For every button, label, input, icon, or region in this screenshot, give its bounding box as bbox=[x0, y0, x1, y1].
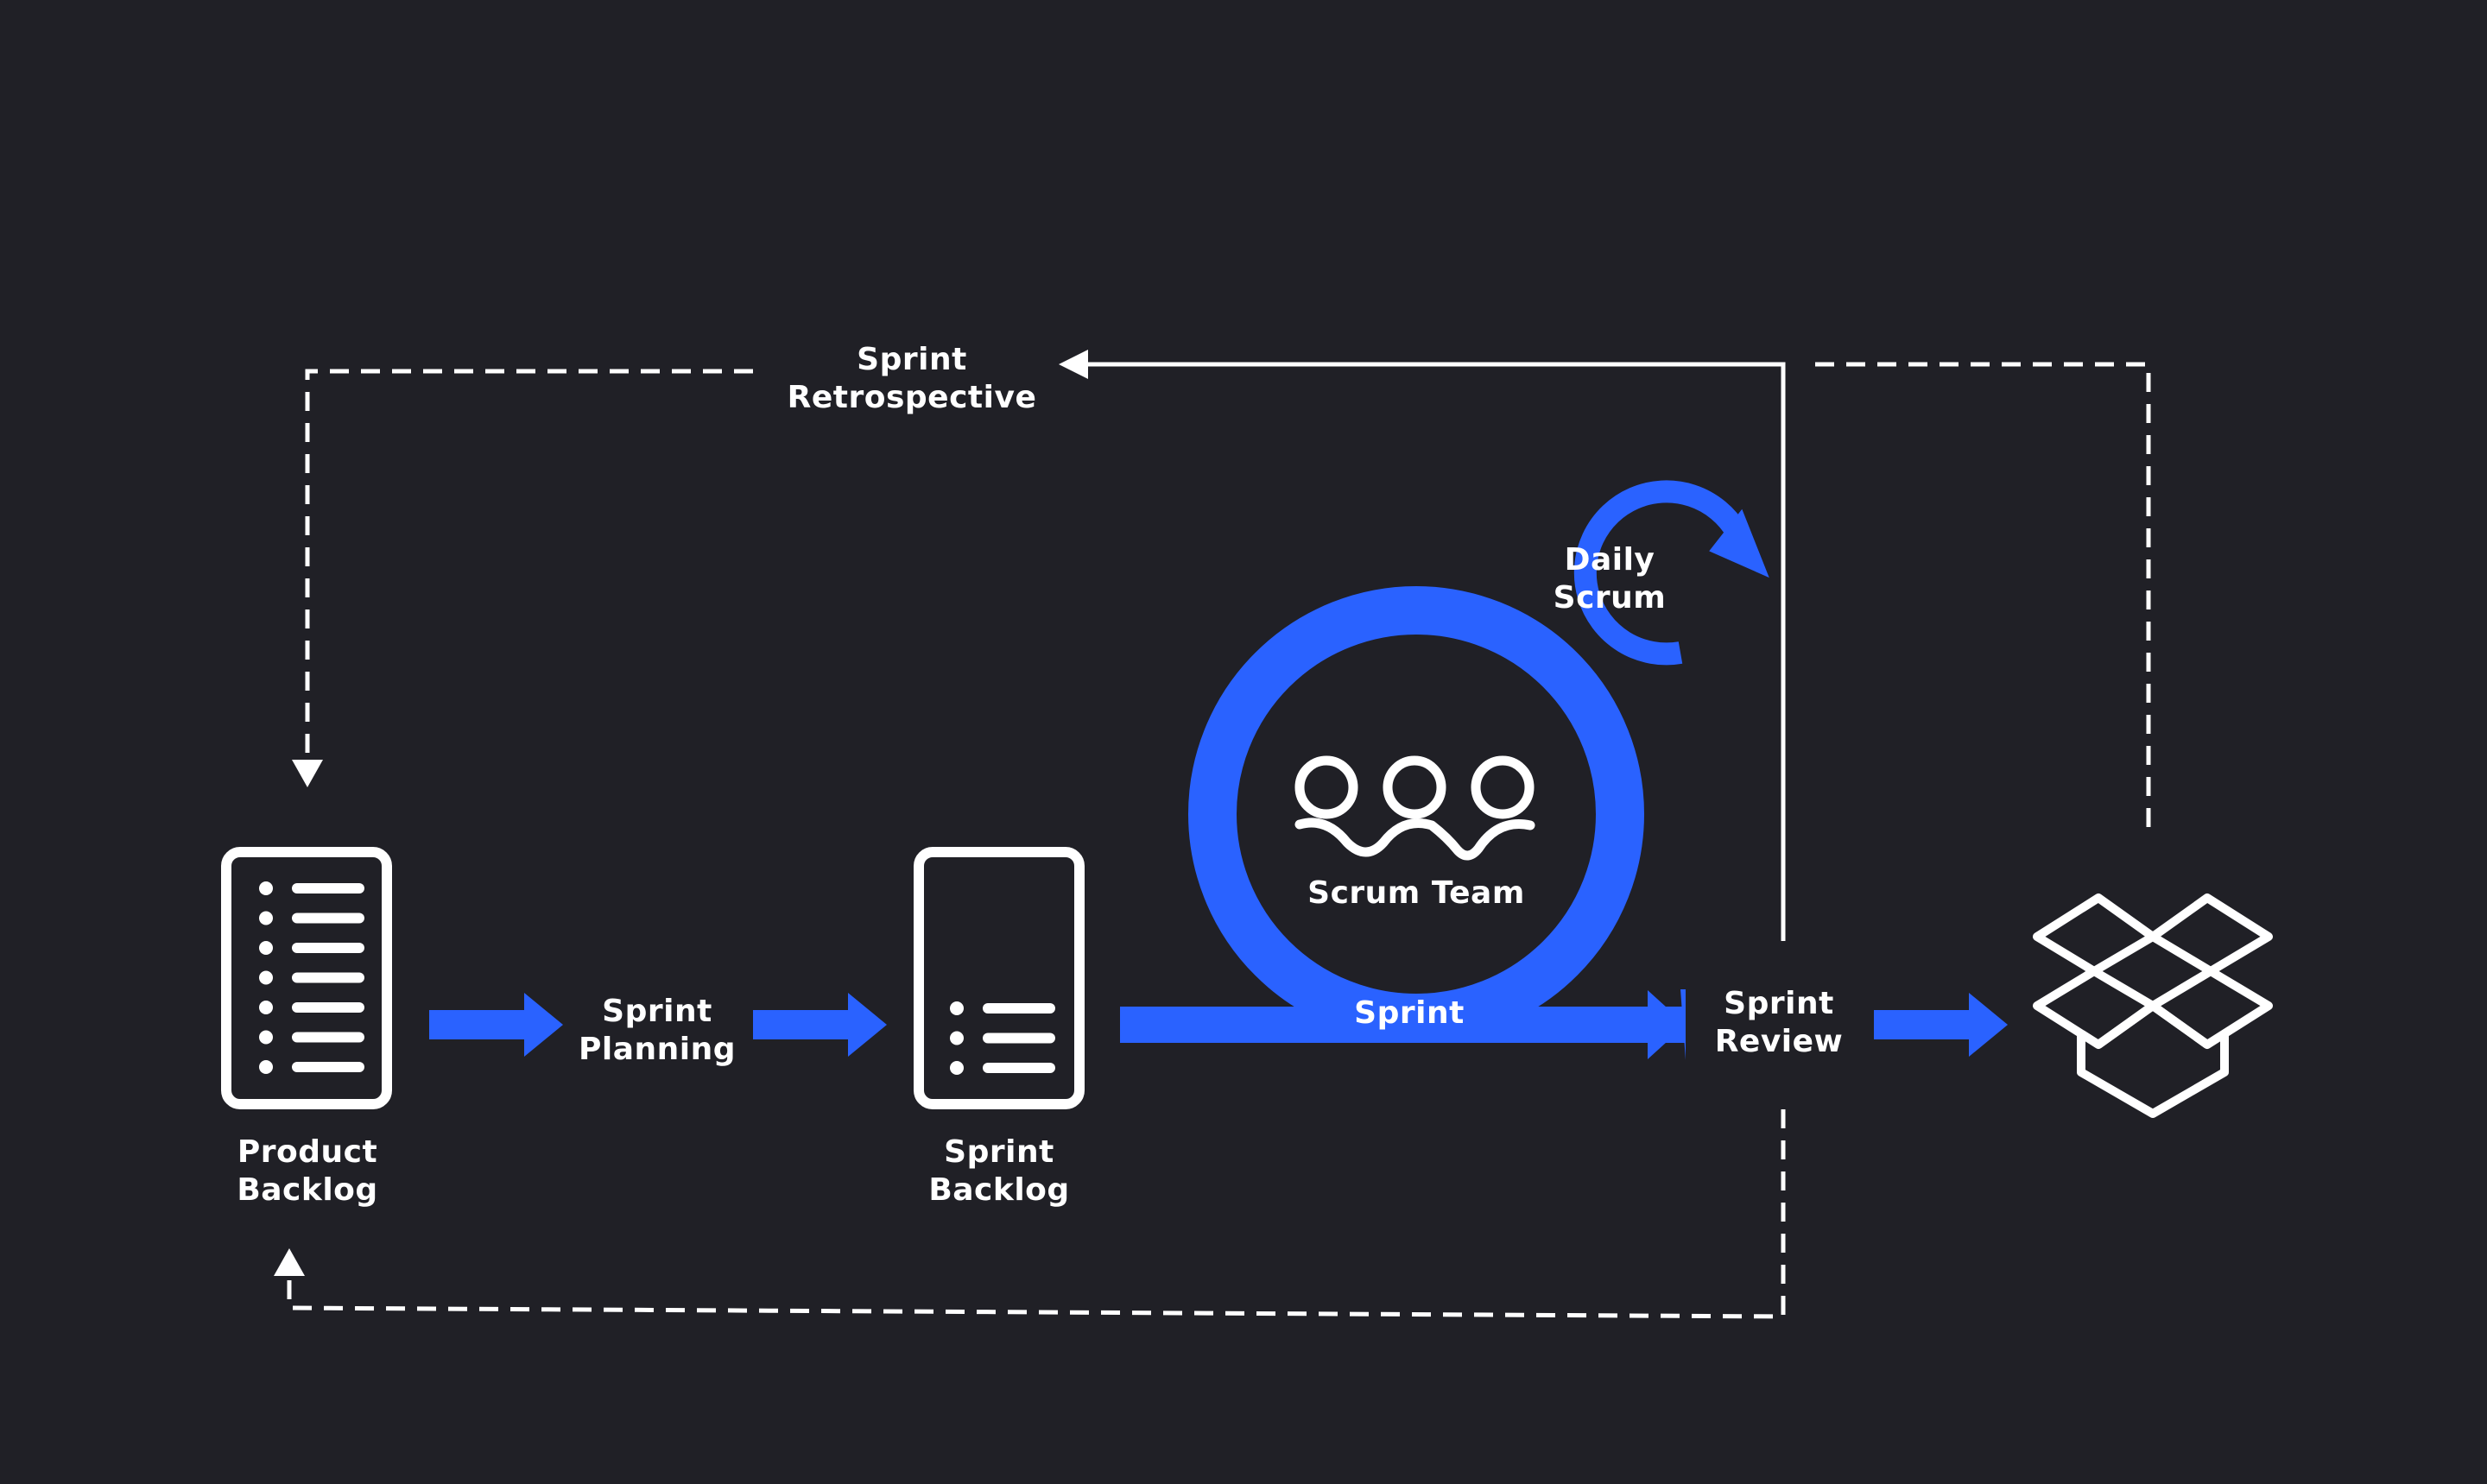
review-to-backlog-dashed-line bbox=[287, 1109, 1786, 1319]
product-backlog-line2: Backlog bbox=[237, 1172, 378, 1208]
increment-loop-dashed-line bbox=[1815, 362, 2151, 837]
daily-scrum-line1: Daily bbox=[1564, 542, 1655, 578]
sprint-backlog-label: Sprint Backlog bbox=[895, 1134, 1103, 1209]
sprint-label: Sprint bbox=[1354, 995, 1465, 1031]
sprint-backlog-line2: Backlog bbox=[928, 1172, 1070, 1208]
arrowhead-down-icon bbox=[292, 760, 323, 787]
list-line bbox=[292, 1032, 364, 1043]
list-line bbox=[983, 1063, 1055, 1073]
list-bullet bbox=[950, 1061, 964, 1075]
list-bullet bbox=[259, 1030, 273, 1045]
retro-to-backlog-dashed-line bbox=[305, 369, 753, 767]
list-line bbox=[983, 1003, 1055, 1014]
arrow-planning-to-sprint-backlog bbox=[753, 993, 887, 1057]
list-bullet bbox=[259, 970, 273, 985]
arrowhead-left-icon bbox=[1059, 350, 1088, 379]
list-bullet bbox=[259, 1060, 273, 1074]
sprint-planning-line2: Planning bbox=[578, 1032, 736, 1067]
sprint-review-line1: Sprint bbox=[1724, 986, 1834, 1021]
list-line bbox=[983, 1032, 1055, 1044]
sprint-backlog-icon bbox=[914, 847, 1085, 1109]
sprint-backlog-line1: Sprint bbox=[944, 1134, 1054, 1170]
sprint-arrowhead-icon bbox=[1648, 990, 1686, 1059]
list-line bbox=[292, 913, 364, 924]
sprint-planning-label: Sprint Planning bbox=[562, 993, 752, 1069]
scrum-team-label: Scrum Team bbox=[1307, 875, 1525, 911]
list-bullet bbox=[950, 1031, 964, 1045]
refresh-cycle-icon bbox=[1573, 480, 1769, 666]
list-line bbox=[292, 1002, 364, 1013]
sprint-planning-line1: Sprint bbox=[602, 994, 712, 1029]
list-bullet bbox=[259, 881, 273, 895]
product-backlog-line1: Product bbox=[237, 1134, 378, 1170]
sprint-retrospective-line2: Retrospective bbox=[787, 380, 1037, 415]
team-icon bbox=[1294, 755, 1535, 861]
list-bullet bbox=[259, 911, 273, 925]
daily-scrum-label: Daily Scrum bbox=[1523, 541, 1696, 617]
review-to-retro-line bbox=[1076, 362, 1786, 941]
sprint-review-line2: Review bbox=[1714, 1024, 1844, 1059]
list-line bbox=[292, 972, 364, 983]
daily-scrum-line2: Scrum bbox=[1553, 580, 1667, 616]
arrowhead-up-icon bbox=[274, 1248, 305, 1276]
list-line bbox=[292, 1062, 364, 1072]
list-line bbox=[292, 883, 364, 894]
list-bullet bbox=[259, 1001, 273, 1014]
arrow-review-to-increment bbox=[1874, 993, 2008, 1057]
list-line bbox=[292, 943, 364, 953]
arrow-backlog-to-planning bbox=[429, 993, 563, 1057]
sprint-retrospective-line1: Sprint bbox=[857, 342, 967, 377]
list-bullet bbox=[950, 1001, 964, 1015]
sprint-cycle bbox=[1120, 586, 1686, 1060]
product-backlog-label: Product Backlog bbox=[204, 1134, 411, 1209]
open-box-icon bbox=[2033, 894, 2273, 1118]
sprint-review-label: Sprint Review bbox=[1684, 985, 1874, 1061]
list-bullet bbox=[259, 941, 273, 955]
product-backlog-icon bbox=[221, 847, 392, 1109]
sprint-retrospective-label: Sprint Retrospective bbox=[774, 341, 1050, 417]
